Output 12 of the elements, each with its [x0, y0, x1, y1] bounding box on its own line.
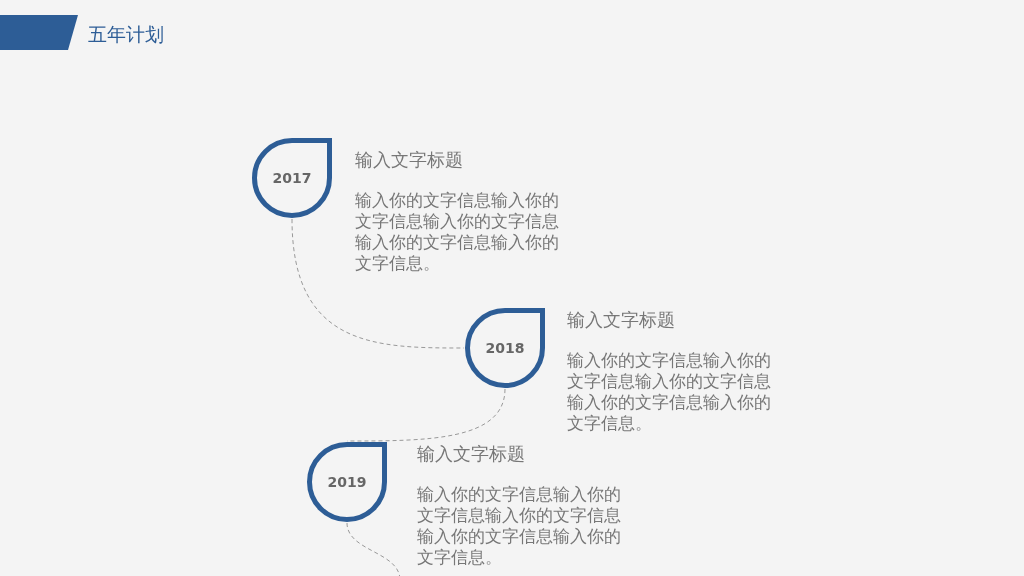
- item-heading: 输入文字标题: [417, 442, 525, 466]
- year-label: 2017: [272, 168, 312, 188]
- dashed-connector: [346, 522, 401, 576]
- page-title: 五年计划: [88, 22, 164, 47]
- item-description: 输入你的文字信息输入你的文字信息输入你的文字信息输入你的文字信息输入你的文字信息。: [567, 350, 772, 434]
- item-heading: 输入文字标题: [567, 308, 675, 332]
- item-description: 输入你的文字信息输入你的文字信息输入你的文字信息输入你的文字信息输入你的文字信息。: [355, 190, 560, 274]
- year-label: 2019: [327, 472, 367, 492]
- year-label: 2018: [485, 338, 525, 358]
- dashed-connector: [291, 218, 465, 349]
- item-heading: 输入文字标题: [355, 148, 463, 172]
- item-description: 输入你的文字信息输入你的文字信息输入你的文字信息输入你的文字信息输入你的文字信息。: [417, 484, 622, 568]
